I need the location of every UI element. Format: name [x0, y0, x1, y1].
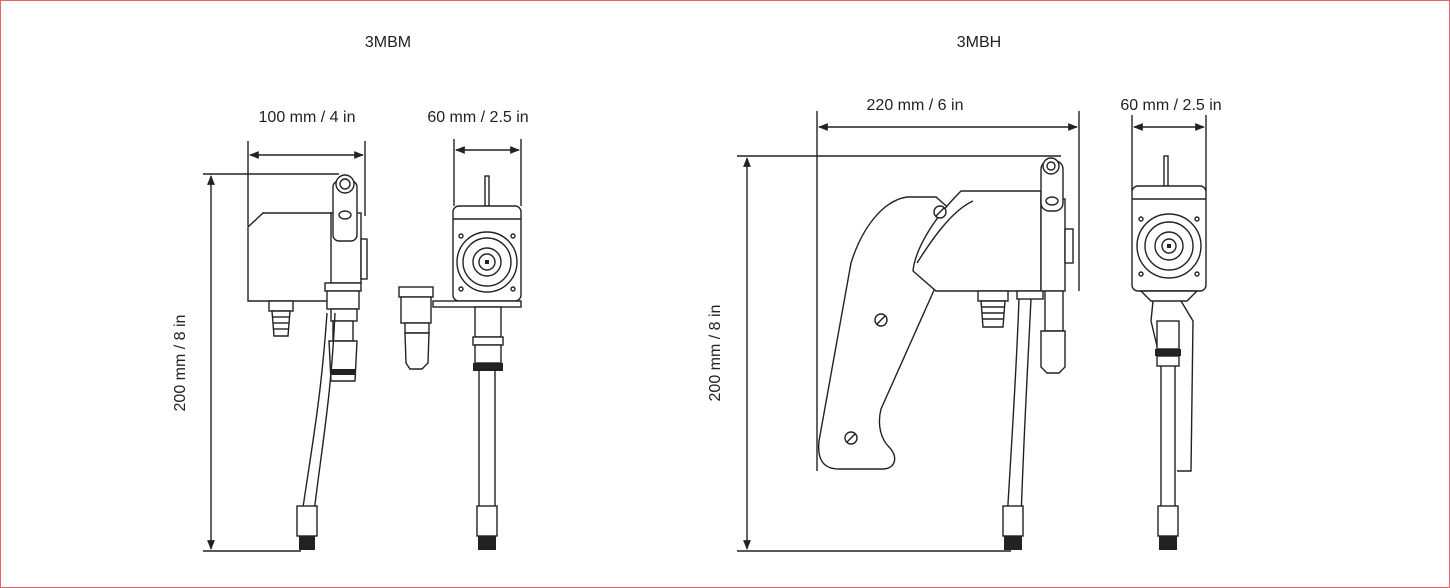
- device-3mbm-side-view: [247, 174, 368, 550]
- dimension-3mbh-side-width: 220 mm / 6 in: [816, 97, 1080, 471]
- device-3mbm-front-view: [398, 175, 522, 550]
- device-3mbh-front-view: [1131, 155, 1207, 550]
- dim-label-3mbh-height: 200 mm / 8 in: [707, 305, 724, 402]
- dim-label-3mbm-side: 100 mm / 4 in: [259, 109, 356, 126]
- dimension-3mbh-front-width: 60 mm / 2.5 in: [1120, 97, 1222, 191]
- dimension-3mbm-side-width: 100 mm / 4 in: [247, 109, 366, 226]
- dimension-3mbm-front-width: 60 mm / 2.5 in: [427, 109, 529, 206]
- dim-label-3mbm-height: 200 mm / 8 in: [172, 315, 189, 412]
- dimension-3mbh-height: 200 mm / 8 in: [707, 155, 1061, 552]
- product-title-3mbh: 3MBH: [957, 34, 1001, 51]
- dim-label-3mbh-front: 60 mm / 2.5 in: [1120, 97, 1221, 114]
- dimension-3mbm-height: 200 mm / 8 in: [172, 173, 339, 552]
- device-3mbh-side-view: [817, 157, 1074, 550]
- dim-label-3mbh-side: 220 mm / 6 in: [867, 97, 964, 114]
- product-title-3mbm: 3MBM: [365, 34, 411, 51]
- dim-label-3mbm-front: 60 mm / 2.5 in: [427, 109, 528, 126]
